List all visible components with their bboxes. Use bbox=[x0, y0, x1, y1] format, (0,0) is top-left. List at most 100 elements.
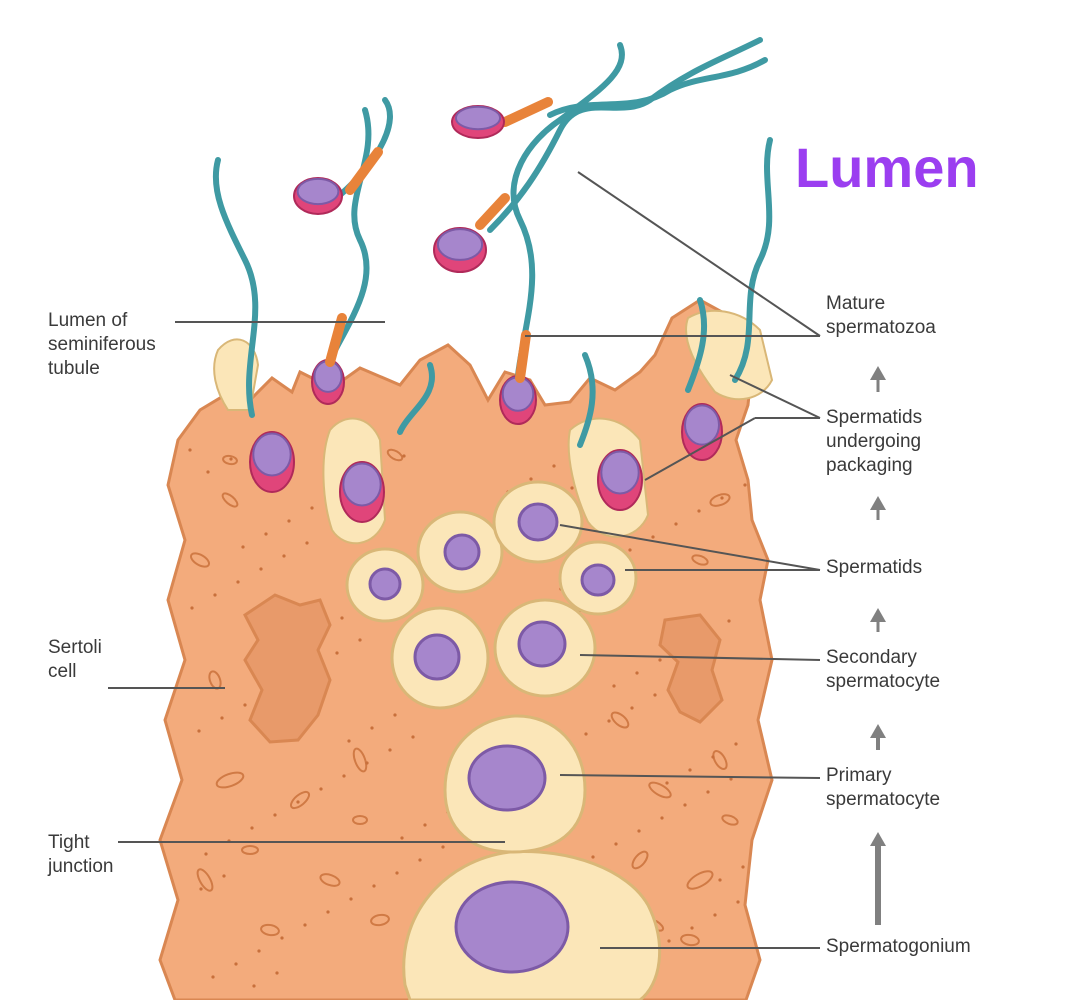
organelle-dot bbox=[206, 470, 210, 474]
organelle-dot bbox=[743, 483, 747, 487]
organelle-dot bbox=[741, 865, 745, 869]
organelle bbox=[386, 448, 404, 462]
organelle bbox=[260, 923, 280, 937]
packaging-spermatid-head bbox=[681, 403, 723, 461]
leader-line bbox=[729, 374, 821, 419]
organelle bbox=[370, 913, 390, 927]
organelle-dot bbox=[372, 884, 376, 888]
sperm-tail bbox=[732, 137, 773, 383]
secondary-spermatocyte-nucleus bbox=[517, 620, 567, 668]
label-mature-spermatozoa: Mature spermatozoa bbox=[826, 293, 936, 338]
leader-line bbox=[579, 654, 821, 661]
organelle-dot bbox=[326, 910, 330, 914]
organelle-dot bbox=[570, 486, 574, 490]
organelle bbox=[352, 747, 368, 773]
organelle-dot bbox=[358, 638, 362, 642]
leader-lines bbox=[108, 171, 821, 949]
packaging-spermatid-head-nucleus bbox=[342, 462, 382, 507]
secondary-spermatocyte-nucleus bbox=[413, 633, 461, 681]
organelle bbox=[319, 873, 341, 887]
organelle-dot bbox=[653, 693, 657, 697]
organelle-dot bbox=[729, 777, 733, 781]
organelle-dot bbox=[607, 719, 611, 723]
organelle-dot bbox=[720, 496, 724, 500]
organelle-dot bbox=[319, 787, 323, 791]
organelle-dot bbox=[591, 855, 595, 859]
organelle-dot bbox=[229, 457, 233, 461]
organelle-dot bbox=[303, 923, 307, 927]
organelle-dot bbox=[296, 800, 300, 804]
organelle-dot bbox=[342, 774, 346, 778]
sperm-midpiece bbox=[345, 147, 383, 195]
organelle-dot bbox=[347, 739, 351, 743]
label-sertoli-cell: Sertoli cell bbox=[48, 637, 102, 682]
organelle-dot bbox=[370, 726, 374, 730]
leader-line bbox=[577, 171, 821, 337]
packaging-spermatid-head-nucleus bbox=[684, 404, 720, 446]
packaging-spermatid-head bbox=[339, 461, 385, 523]
free-sperm-head-nucleus bbox=[454, 105, 502, 131]
organelle-dot bbox=[340, 616, 344, 620]
organelle-dot bbox=[423, 823, 427, 827]
organelle-dot bbox=[667, 939, 671, 943]
sperm-tail bbox=[577, 352, 596, 448]
organelle-dot bbox=[411, 735, 415, 739]
label-primary-spermatocyte: Primary spermatocyte bbox=[826, 765, 941, 810]
organelle-dot bbox=[388, 748, 392, 752]
organelle bbox=[289, 790, 311, 810]
organelle bbox=[631, 850, 649, 870]
organelle-dot bbox=[718, 878, 722, 882]
organelle-dot bbox=[259, 567, 263, 571]
organelle-dot bbox=[211, 975, 215, 979]
organelle bbox=[352, 815, 368, 825]
sperm-tail bbox=[487, 37, 763, 233]
sperm-midpiece bbox=[475, 193, 510, 230]
organelle bbox=[215, 771, 245, 789]
packaging-spermatid-head-nucleus bbox=[252, 432, 292, 477]
sperm-midpiece bbox=[500, 97, 553, 127]
organelle-dot bbox=[393, 713, 397, 717]
organelle-dot bbox=[188, 448, 192, 452]
organelle-dot bbox=[305, 541, 309, 545]
organelle-dot bbox=[287, 519, 291, 523]
packaging-spermatid-head bbox=[311, 359, 345, 405]
label-tight-junction: Tight junction bbox=[48, 832, 114, 877]
organelle-dot bbox=[252, 984, 256, 988]
sperm-tail bbox=[397, 362, 435, 435]
organelle bbox=[189, 552, 211, 568]
organelle-dot bbox=[335, 651, 339, 655]
organelle-dot bbox=[697, 509, 701, 513]
organelle-dot bbox=[190, 606, 194, 610]
progression-arrowhead bbox=[870, 608, 886, 622]
packaging-spermatid-head bbox=[499, 375, 537, 425]
organelle-dot bbox=[660, 816, 664, 820]
leader-line bbox=[559, 774, 821, 779]
organelle-dot bbox=[402, 454, 406, 458]
progression-arrows bbox=[870, 366, 886, 925]
label-secondary-spermatocyte: Secondary spermatocyte bbox=[826, 647, 941, 692]
spermatogonium-nucleus bbox=[454, 880, 570, 974]
free-sperm-head bbox=[293, 177, 343, 215]
organelle-dot bbox=[349, 897, 353, 901]
sperm-tail bbox=[685, 297, 708, 393]
organelle bbox=[610, 711, 630, 729]
free-sperm-head bbox=[433, 227, 487, 273]
organelle bbox=[709, 493, 731, 507]
leader-line bbox=[644, 417, 756, 481]
packaging-spermatid-head bbox=[597, 449, 643, 511]
sperm-midpiece bbox=[515, 330, 531, 383]
organelle-dot bbox=[280, 936, 284, 940]
label-lumen-of-seminiferous-tubule: Lumen of seminiferous tubule bbox=[48, 310, 156, 379]
organelle-dot bbox=[234, 962, 238, 966]
organelle-dot bbox=[683, 803, 687, 807]
organelle-dot bbox=[220, 716, 224, 720]
spermatid-nucleus bbox=[517, 502, 559, 542]
organelle-dot bbox=[199, 887, 203, 891]
sertoli-nucleus bbox=[243, 593, 332, 744]
organelle-dot bbox=[197, 729, 201, 733]
organelle-dot bbox=[213, 593, 217, 597]
free-sperm-head-nucleus bbox=[296, 177, 340, 206]
organelle-dot bbox=[282, 554, 286, 558]
sperm-tail bbox=[510, 42, 625, 378]
